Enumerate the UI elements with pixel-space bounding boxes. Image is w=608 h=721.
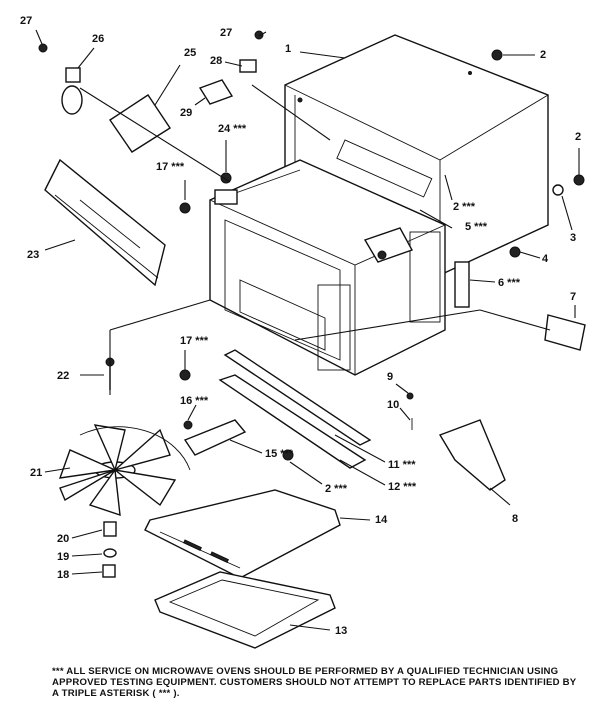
service-notice: *** ALL SERVICE ON MICROWAVE OVENS SHOUL… [52, 666, 577, 699]
callout-21: 21 [30, 467, 42, 479]
lamp-and-bracket-parts [38, 30, 264, 153]
callout-12: 12 *** [388, 481, 417, 493]
leader-lines [35, 29, 580, 631]
callout-24: 24 *** [218, 123, 247, 135]
glass-tray-and-roller-frame [144, 489, 341, 649]
callout-29: 29 [180, 107, 192, 119]
callout-7: 7 [570, 291, 576, 303]
callout-25: 25 [184, 47, 196, 59]
callout-19: 19 [57, 551, 69, 563]
callout-2-center: 2 *** [453, 201, 476, 213]
vent-panel [44, 158, 166, 287]
callout-26: 26 [92, 33, 104, 45]
callout-10: 10 [387, 399, 399, 411]
callout-22: 22 [57, 370, 69, 382]
callout-13: 13 [335, 625, 347, 637]
stirrer-fan-assembly [58, 357, 191, 578]
callout-5: 5 *** [465, 221, 488, 233]
callout-2-lower: 2 *** [325, 483, 348, 495]
callout-2-right: 2 [575, 131, 581, 143]
callout-27-left: 27 [20, 15, 32, 27]
callout-16: 16 *** [180, 395, 209, 407]
callout-18: 18 [57, 569, 69, 581]
callout-11: 11 *** [388, 459, 416, 471]
callout-20: 20 [57, 533, 69, 545]
callout-6: 6 *** [498, 277, 521, 289]
oven-cavity-chassis [209, 159, 446, 376]
callout-4: 4 [542, 253, 549, 265]
callout-17-upper: 17 *** [156, 161, 185, 173]
callout-14: 14 [375, 514, 388, 526]
callout-9: 9 [387, 371, 393, 383]
callout-23: 23 [27, 249, 39, 261]
callout-28: 28 [210, 55, 222, 67]
callout-2-top: 2 [540, 49, 546, 61]
lower-cavity-parts [179, 172, 372, 469]
callout-8: 8 [512, 513, 518, 525]
callout-15: 15 *** [265, 448, 294, 460]
callout-17-lower: 17 *** [180, 335, 209, 347]
callout-1: 1 [285, 43, 291, 55]
callout-3: 3 [570, 232, 576, 244]
callout-27-top: 27 [220, 27, 232, 39]
right-side-parts [406, 49, 586, 491]
